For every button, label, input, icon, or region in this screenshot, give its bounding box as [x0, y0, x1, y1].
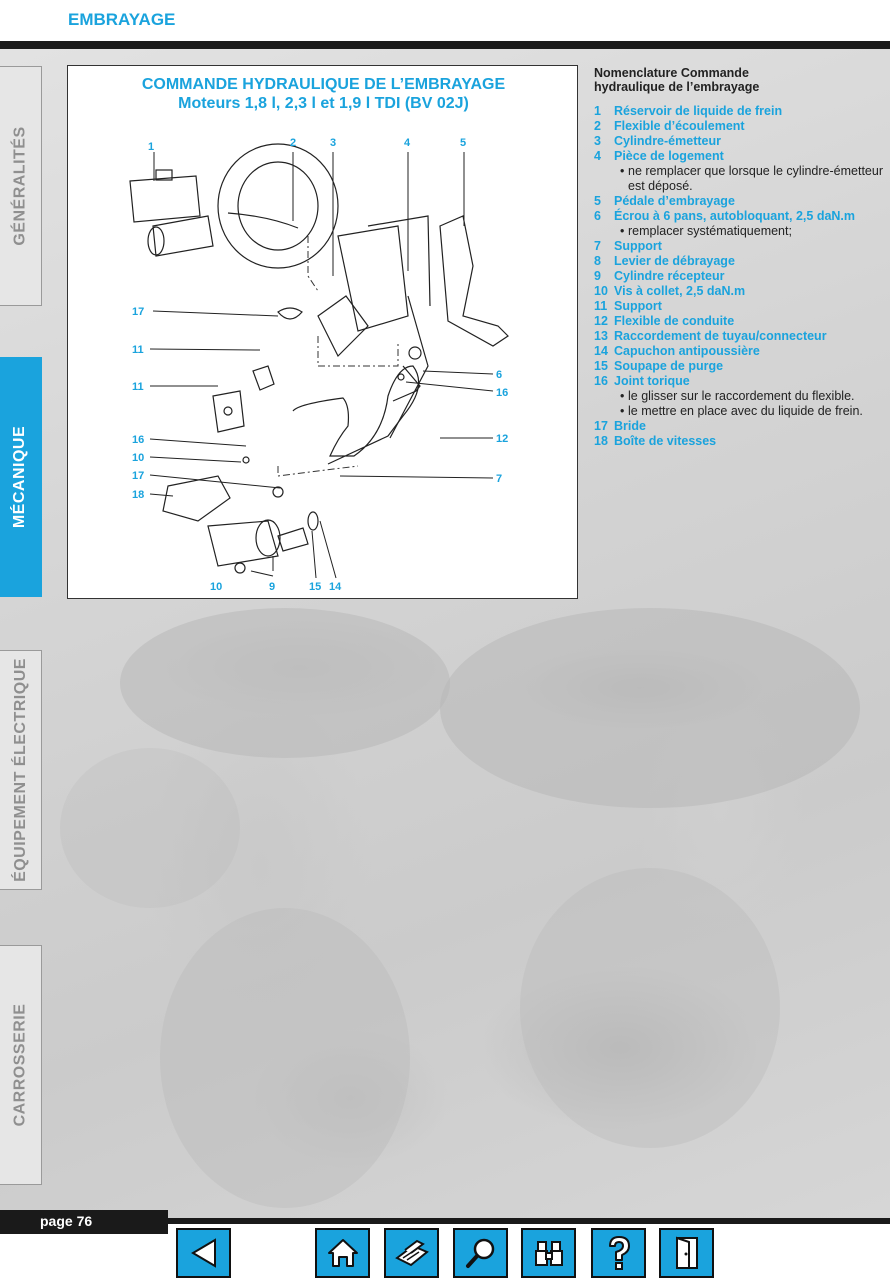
callout-6: 6 — [496, 369, 502, 381]
back-button[interactable] — [176, 1228, 231, 1278]
callout-14: 14 — [329, 581, 342, 593]
list-note: •remplacer systématiquement; — [620, 224, 792, 238]
page-number: page 76 — [0, 1210, 168, 1234]
tab-label: MÉCANIQUE — [11, 425, 29, 529]
tab-label: CARROSSERIE — [11, 1003, 29, 1127]
home-icon — [327, 1239, 358, 1267]
exit-door-icon — [675, 1236, 698, 1269]
binoculars-button[interactable] — [521, 1228, 576, 1278]
master-cylinder-shape — [317, 295, 369, 358]
callout-3: 3 — [330, 137, 336, 149]
figure-subtitle: Moteurs 1,8 l, 2,3 l et 1,9 l TDI (BV 02… — [178, 95, 469, 112]
tab-equipement-electrique[interactable]: ÉQUIPEMENT ÉLECTRIQUE — [0, 650, 42, 890]
callout-4: 4 — [404, 137, 411, 149]
help-icon — [608, 1236, 630, 1270]
list-note: •le mettre en place avec du liquide de f… — [620, 404, 863, 418]
callout-15: 15 — [309, 581, 321, 593]
tab-generalites[interactable]: GÉNÉRALITÉS — [0, 66, 42, 306]
print-button[interactable] — [384, 1228, 439, 1278]
search-icon — [465, 1238, 494, 1268]
hose-shape — [227, 212, 299, 229]
section-title: EMBRAYAGE — [68, 10, 176, 29]
home-button[interactable] — [315, 1228, 370, 1278]
help-button[interactable] — [591, 1228, 646, 1278]
callout-9: 9 — [269, 581, 275, 593]
callout-1: 1 — [148, 141, 154, 153]
brake-booster-shape — [217, 143, 339, 269]
slave-cylinder-shape — [207, 520, 279, 567]
print-icon — [394, 1239, 429, 1267]
tab-label: GÉNÉRALITÉS — [11, 126, 29, 246]
callout-18: 18 — [132, 489, 144, 501]
callout-11: 11 — [132, 344, 144, 356]
header-rule — [0, 41, 890, 49]
reservoir-shape — [129, 175, 201, 223]
nomenclature-title: Nomenclature Commande hydraulique de l’e… — [594, 66, 760, 94]
list-note: •ne remplacer que lorsque le cylindre-ém… — [620, 164, 883, 193]
pedal-shape — [439, 215, 509, 347]
callout-16b: 16 — [132, 434, 144, 446]
list-note: •le glisser sur le raccordement du flexi… — [620, 389, 855, 403]
binoculars-icon — [534, 1241, 563, 1266]
tab-label: ÉQUIPEMENT ÉLECTRIQUE — [11, 658, 29, 882]
callout-5: 5 — [460, 137, 466, 149]
footer-rule — [168, 1218, 890, 1224]
callout-10: 10 — [132, 452, 144, 464]
tab-carrosserie[interactable]: CARROSSERIE — [0, 945, 42, 1185]
back-arrow-icon — [190, 1238, 216, 1268]
nomenclature-list: Nomenclature Commande hydraulique de l’e… — [594, 66, 884, 449]
callout-10b: 10 — [210, 581, 222, 593]
callout-17: 17 — [132, 306, 144, 318]
callout-16: 16 — [496, 387, 508, 399]
figure-title: COMMANDE HYDRAULIQUE DE L’EMBRAYAGE — [141, 76, 506, 93]
callout-12: 12 — [496, 433, 508, 445]
callout-7: 7 — [496, 473, 502, 485]
exit-button[interactable] — [659, 1228, 714, 1278]
callout-11b: 11 — [132, 381, 144, 393]
callout-17b: 17 — [132, 470, 144, 482]
search-button[interactable] — [453, 1228, 508, 1278]
hydraulic-clutch-diagram: COMMANDE HYDRAULIQUE DE L’EMBRAYAGE Mote… — [67, 65, 578, 599]
tab-mecanique[interactable]: MÉCANIQUE — [0, 357, 42, 597]
exploded-view-drawing: 1 2 3 4 5 17 11 11 6 16 16 12 10 17 7 18… — [129, 137, 509, 593]
callout-2: 2 — [290, 137, 296, 149]
